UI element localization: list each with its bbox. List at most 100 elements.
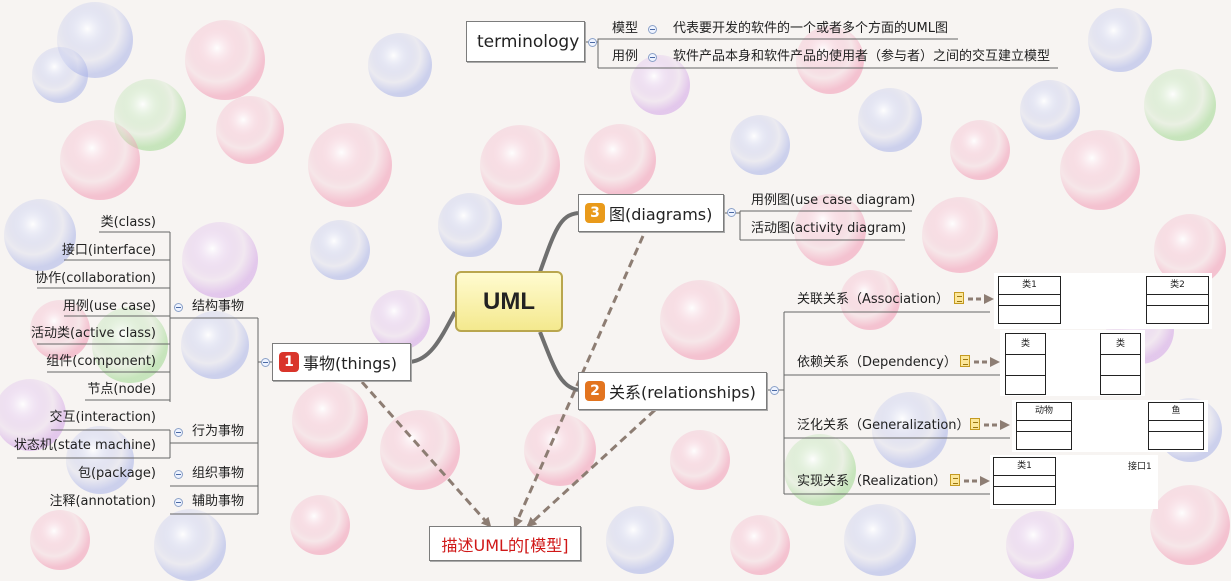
collapse-toggle-icon[interactable]	[174, 428, 183, 437]
bubble-decoration	[730, 515, 790, 575]
branch-diagrams-label: 图(diagrams)	[609, 205, 713, 224]
term-model-definition[interactable]: 代表要开发的软件的一个或者多个方面的UML图	[673, 21, 948, 36]
bubble-decoration	[114, 79, 186, 151]
collapse-toggle-icon[interactable]	[588, 38, 597, 47]
bubble-decoration	[92, 307, 168, 383]
branch-things-label: 事物(things)	[303, 354, 397, 373]
uml-class-box: 类2	[1146, 276, 1209, 324]
relationship-dependency[interactable]: 依赖关系（Dependency）	[797, 355, 957, 370]
bubble-decoration	[1006, 511, 1074, 579]
terminology-label: terminology	[477, 31, 580, 52]
bubble-decoration	[1150, 485, 1230, 565]
terminology-topic[interactable]: terminology	[466, 21, 585, 62]
note-icon[interactable]	[960, 355, 970, 367]
bubble-decoration	[154, 509, 226, 581]
thing-item[interactable]: 类(class)	[100, 215, 156, 230]
thing-item[interactable]: 用例(use case)	[62, 299, 156, 314]
bubble-decoration	[1060, 130, 1140, 210]
bubble-decoration	[630, 55, 690, 115]
thing-item[interactable]: 组件(component)	[46, 354, 156, 369]
group-behavioral[interactable]: 行为事物	[192, 424, 245, 439]
branch-relationships[interactable]: 2 关系(relationships)	[578, 372, 767, 410]
bubble-decoration	[310, 220, 370, 280]
bubble-decoration	[584, 124, 656, 196]
bubble-decoration	[216, 96, 284, 164]
bubble-decoration	[185, 20, 265, 100]
bubble-decoration	[60, 120, 140, 200]
badge-2-icon: 2	[585, 381, 605, 401]
bubble-decoration	[1154, 214, 1226, 286]
branch-things[interactable]: 1 事物(things)	[272, 343, 411, 381]
bubble-decoration	[438, 193, 502, 257]
thing-item[interactable]: 包(package)	[77, 466, 156, 481]
relationship-association[interactable]: 关联关系（Association）	[797, 292, 950, 307]
relationship-realization[interactable]: 实现关系（Realization）	[797, 474, 947, 489]
relationship-generalization[interactable]: 泛化关系（Generalization）	[797, 418, 970, 433]
collapse-toggle-icon[interactable]	[174, 498, 183, 507]
group-grouping[interactable]: 组织事物	[192, 466, 245, 481]
note-icon[interactable]	[970, 418, 980, 430]
badge-3-icon: 3	[585, 203, 605, 223]
bubble-decoration	[4, 199, 76, 271]
bubble-decoration	[844, 504, 916, 576]
bubble-decoration	[858, 88, 922, 152]
term-model[interactable]: 模型	[612, 21, 639, 36]
bubble-decoration	[794, 194, 866, 266]
uml-class-box: 类1	[998, 276, 1061, 324]
thing-item[interactable]: 注释(annotation)	[49, 494, 156, 509]
thing-item[interactable]: 状态机(state machine)	[13, 438, 156, 453]
floating-topic[interactable]: 描述UML的[模型]	[429, 526, 581, 561]
note-icon[interactable]	[950, 474, 960, 486]
bubble-decoration	[660, 280, 740, 360]
bubble-decoration	[182, 222, 258, 298]
bubble-decoration	[480, 125, 560, 205]
thing-item[interactable]: 交互(interaction)	[49, 410, 156, 425]
collapse-toggle-icon[interactable]	[174, 470, 183, 479]
bubble-decoration	[922, 197, 998, 273]
floating-topic-label: 描述UML的[模型]	[441, 535, 569, 555]
term-usecase[interactable]: 用例	[612, 49, 639, 64]
diagram-item[interactable]: 活动图(activity diagram)	[751, 221, 907, 236]
branch-relationships-label: 关系(relationships)	[609, 383, 756, 402]
note-icon[interactable]	[954, 292, 964, 304]
thing-item[interactable]: 协作(collaboration)	[35, 271, 156, 286]
uml-class-box: 动物	[1016, 402, 1072, 450]
bubble-decoration	[292, 382, 368, 458]
diagram-item[interactable]: 用例图(use case diagram)	[751, 193, 916, 208]
uml-class-box: 类1	[993, 457, 1056, 505]
bubble-decoration	[0, 379, 66, 451]
bubble-decoration	[950, 120, 1010, 180]
interface-label: 接口1	[1128, 462, 1152, 472]
thing-item[interactable]: 活动类(active class)	[30, 326, 156, 341]
collapse-toggle-icon[interactable]	[727, 208, 736, 217]
collapse-toggle-icon[interactable]	[261, 358, 270, 367]
group-annotational[interactable]: 辅助事物	[192, 494, 245, 509]
bubble-decoration	[66, 426, 134, 494]
central-topic[interactable]: UML	[455, 271, 563, 332]
bubble-decoration	[796, 26, 864, 94]
curve-to-things	[409, 311, 457, 364]
term-usecase-definition[interactable]: 软件产品本身和软件产品的使用者（参与者）之间的交互建立模型	[673, 49, 1051, 64]
branch-diagrams[interactable]: 3 图(diagrams)	[578, 194, 724, 232]
bubble-decoration	[308, 123, 392, 207]
thing-item[interactable]: 接口(interface)	[61, 243, 156, 258]
thing-item[interactable]: 节点(node)	[87, 382, 156, 397]
bubble-decoration	[1020, 80, 1080, 140]
bubble-decoration	[730, 115, 790, 175]
bubble-decoration	[30, 510, 90, 570]
badge-1-icon: 1	[279, 352, 299, 372]
collapse-toggle-icon[interactable]	[770, 386, 779, 395]
bubble-decoration	[290, 495, 350, 555]
collapse-toggle-icon[interactable]	[174, 303, 183, 312]
collapse-toggle-icon[interactable]	[648, 53, 657, 62]
bubble-decoration	[370, 290, 430, 350]
group-structural[interactable]: 结构事物	[192, 299, 245, 314]
bubble-decoration	[872, 392, 948, 468]
bubble-decoration	[784, 434, 856, 506]
bubble-decoration	[670, 430, 730, 490]
collapse-toggle-icon[interactable]	[648, 25, 657, 34]
uml-class-box: 鱼	[1148, 402, 1204, 450]
bubble-decoration	[181, 311, 249, 379]
bubble-decoration	[32, 47, 88, 103]
